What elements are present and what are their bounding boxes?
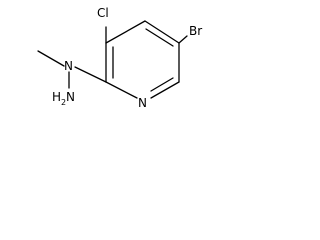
bond-c5-br	[178, 35, 188, 44]
bond-c4-c5	[144, 20, 180, 44]
chlorine-label: Cl	[97, 6, 109, 20]
bromine-label: Br	[189, 24, 202, 38]
ring-nitrogen-label: N	[138, 96, 147, 110]
bond-c4-c5-inner	[145, 28, 174, 47]
bond-c3-c4	[105, 20, 146, 44]
amino-hydrogen-label: H	[52, 90, 61, 104]
methyl-nitrogen-label: N	[64, 59, 73, 73]
bond-n1-c2	[105, 81, 138, 99]
bond-c6-n1	[150, 81, 180, 99]
bond-c6-n1-inner	[150, 77, 174, 92]
chemical-structure-diagram: Cl Br N N H 2 N	[37, 6, 202, 110]
amino-nitrogen-label: N	[66, 90, 75, 104]
bond-n-methyl-ch3	[37, 50, 65, 67]
amino-subscript-label: 2	[61, 98, 66, 107]
bond-c2-n-methyl	[74, 66, 107, 83]
